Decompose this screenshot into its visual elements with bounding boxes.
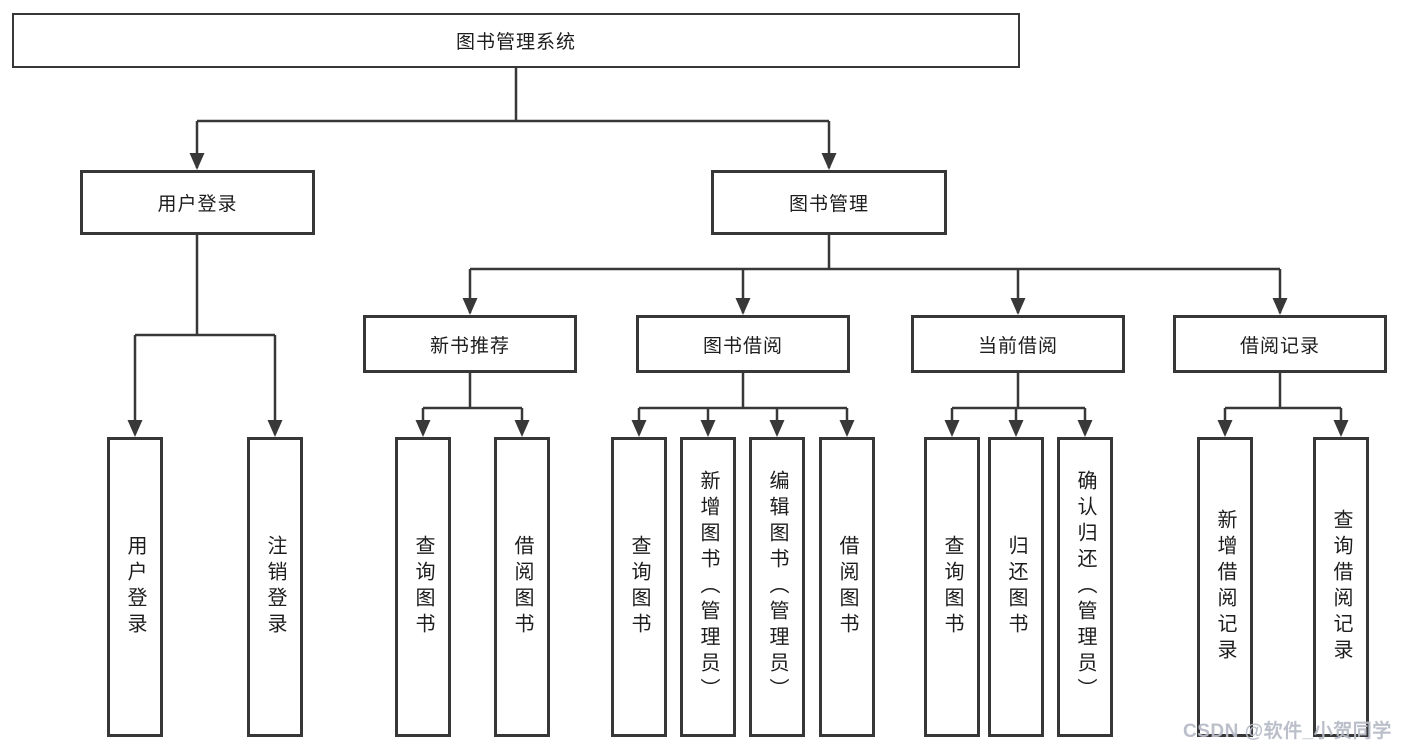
node-book-management: 图书管理	[711, 170, 947, 235]
leaf-user-login-label: 用户登录	[124, 535, 146, 639]
leaf-borrow-edit: 编辑图书（管理员）	[749, 437, 805, 737]
leaf-record-add-label: 新增借阅记录	[1214, 509, 1236, 665]
node-current-borrow: 当前借阅	[911, 315, 1125, 373]
node-new-book-recommend-label: 新书推荐	[429, 335, 510, 357]
leaf-logout: 注销登录	[247, 437, 303, 737]
node-root: 图书管理系统	[12, 13, 1020, 68]
node-book-borrow: 图书借阅	[636, 315, 850, 373]
node-user-login: 用户登录	[80, 170, 315, 235]
leaf-newbook-query-label: 查询图书	[412, 535, 434, 639]
leaf-borrow-query: 查询图书	[611, 437, 667, 737]
leaf-logout-label: 注销登录	[264, 535, 286, 639]
leaf-user-login: 用户登录	[107, 437, 163, 737]
leaf-current-confirm-return-label: 确认归还（管理员）	[1074, 470, 1096, 704]
node-new-book-recommend: 新书推荐	[363, 315, 577, 373]
node-book-borrow-label: 图书借阅	[702, 335, 783, 357]
leaf-borrow-query-label: 查询图书	[628, 535, 650, 639]
node-user-login-label: 用户登录	[157, 194, 238, 215]
leaf-borrow-add-label: 新增图书（管理员）	[697, 470, 719, 704]
leaf-newbook-borrow: 借阅图书	[494, 437, 550, 737]
leaf-newbook-borrow-label: 借阅图书	[511, 535, 533, 639]
node-book-management-label: 图书管理	[788, 194, 869, 215]
leaf-borrow-book: 借阅图书	[819, 437, 875, 737]
leaf-borrow-book-label: 借阅图书	[836, 535, 858, 639]
connector-segments	[133, 68, 1343, 434]
node-root-label: 图书管理系统	[455, 32, 576, 53]
leaf-current-return-label: 归还图书	[1005, 535, 1027, 639]
leaf-record-add: 新增借阅记录	[1197, 437, 1253, 737]
node-borrow-records: 借阅记录	[1173, 315, 1387, 373]
leaf-current-query: 查询图书	[924, 437, 980, 737]
leaf-newbook-query: 查询图书	[395, 437, 451, 737]
leaf-current-return: 归还图书	[988, 437, 1044, 737]
leaf-borrow-add: 新增图书（管理员）	[680, 437, 736, 737]
leaf-current-confirm-return: 确认归还（管理员）	[1057, 437, 1113, 737]
leaf-record-query-label: 查询借阅记录	[1330, 509, 1352, 665]
node-borrow-records-label: 借阅记录	[1239, 335, 1320, 357]
node-current-borrow-label: 当前借阅	[977, 335, 1058, 357]
leaf-current-query-label: 查询图书	[941, 535, 963, 639]
leaf-record-query: 查询借阅记录	[1313, 437, 1369, 737]
leaf-borrow-edit-label: 编辑图书（管理员）	[766, 470, 788, 704]
csdn-watermark: CSDN @软件_小贺同学	[1183, 721, 1392, 742]
